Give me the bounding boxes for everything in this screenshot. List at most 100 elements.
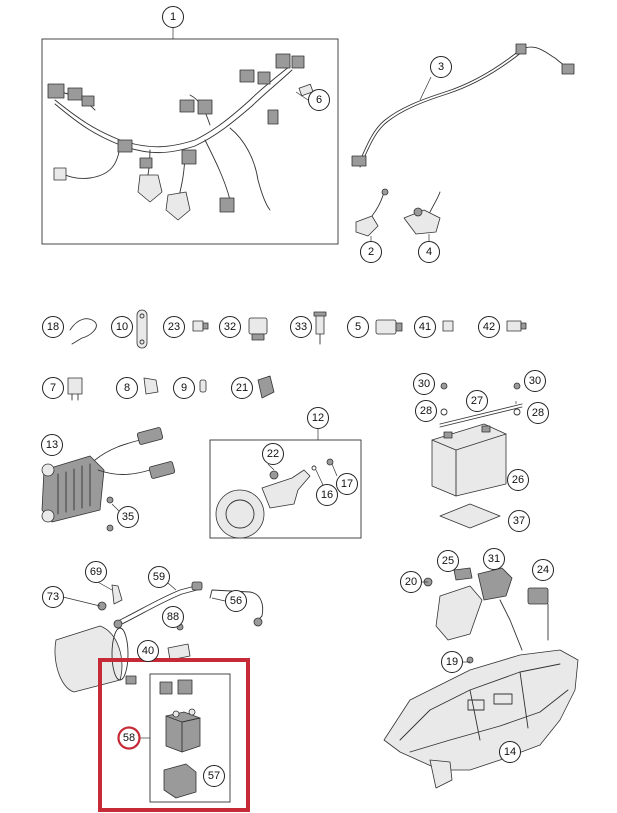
callout-17[interactable]: 17 (336, 473, 358, 495)
callout-2[interactable]: 2 (360, 241, 382, 263)
callout-28-right-label: 28 (532, 407, 544, 419)
fuse-part-9 (199, 379, 207, 393)
callout-7[interactable]: 7 (42, 377, 64, 399)
wiring-harness-group (41, 28, 339, 245)
callout-28-right[interactable]: 28 (527, 402, 549, 424)
callout-30-right[interactable]: 30 (524, 370, 546, 392)
callout-16-label: 16 (321, 489, 333, 501)
callout-21-label: 21 (236, 382, 248, 394)
callout-26[interactable]: 26 (507, 469, 529, 491)
callout-22-label: 22 (267, 448, 279, 460)
horn-frame (209, 439, 362, 539)
callout-27[interactable]: 27 (466, 390, 488, 412)
bracket-part-10 (136, 309, 148, 349)
bracket-group (423, 567, 549, 664)
callout-12-label: 12 (312, 412, 324, 424)
callout-9[interactable]: 9 (173, 377, 195, 399)
callout-42[interactable]: 42 (478, 316, 500, 338)
sensor-part-33 (313, 311, 327, 345)
callout-13-label: 13 (46, 439, 58, 451)
callout-23[interactable]: 23 (163, 316, 185, 338)
callout-5-label: 5 (355, 321, 361, 333)
callout-24[interactable]: 24 (532, 559, 554, 581)
callout-18-label: 18 (47, 321, 59, 333)
harness-frame (41, 38, 339, 245)
callout-35[interactable]: 35 (117, 506, 139, 528)
callout-8-label: 8 (124, 382, 130, 394)
callout-21[interactable]: 21 (231, 377, 253, 399)
callout-58[interactable]: 58 (117, 726, 141, 750)
callout-73[interactable]: 73 (42, 586, 64, 608)
callout-4-label: 4 (426, 246, 432, 258)
callout-69[interactable]: 69 (85, 561, 107, 583)
callout-57-label: 57 (208, 770, 220, 782)
relay-part-5 (375, 319, 403, 335)
callout-13[interactable]: 13 (41, 434, 63, 456)
callout-37-label: 37 (513, 515, 525, 527)
callout-59[interactable]: 59 (148, 566, 170, 588)
callout-5[interactable]: 5 (347, 316, 369, 338)
callout-31-label: 31 (488, 553, 500, 565)
callout-9-label: 9 (181, 382, 187, 394)
callout-3[interactable]: 3 (430, 56, 452, 78)
callout-88[interactable]: 88 (162, 606, 184, 628)
callout-22[interactable]: 22 (262, 443, 284, 465)
callout-14-label: 14 (504, 746, 516, 758)
callout-28-left[interactable]: 28 (415, 400, 437, 422)
callout-10[interactable]: 10 (111, 316, 133, 338)
callout-1[interactable]: 1 (162, 6, 184, 28)
callout-57[interactable]: 57 (203, 765, 225, 787)
callout-73-label: 73 (47, 591, 59, 603)
starter-relay-group (98, 658, 250, 812)
callout-41[interactable]: 41 (414, 316, 436, 338)
callout-33[interactable]: 33 (290, 316, 312, 338)
connector-part-41 (442, 320, 454, 332)
callout-31[interactable]: 31 (483, 548, 505, 570)
callout-37[interactable]: 37 (508, 510, 530, 532)
callout-12[interactable]: 12 (307, 407, 329, 429)
callout-27-label: 27 (471, 395, 483, 407)
callout-20-label: 20 (405, 576, 417, 588)
cable-tie-part-18 (69, 318, 97, 345)
callout-69-label: 69 (90, 566, 102, 578)
callout-32-label: 32 (224, 321, 236, 333)
switch-part-4 (403, 191, 441, 242)
callout-4[interactable]: 4 (418, 241, 440, 263)
callout-18[interactable]: 18 (42, 316, 64, 338)
callout-16[interactable]: 16 (316, 484, 338, 506)
regulator-part-13 (41, 427, 176, 532)
callout-40-label: 40 (142, 645, 154, 657)
callout-7-label: 7 (50, 382, 56, 394)
connector-part-23 (192, 320, 209, 332)
relay-part-7 (67, 377, 83, 401)
cover-part-21 (257, 375, 275, 399)
callout-23-label: 23 (168, 321, 180, 333)
callout-30-left[interactable]: 30 (413, 373, 435, 395)
highlight-box (98, 658, 250, 812)
callout-20[interactable]: 20 (400, 571, 422, 593)
callout-6[interactable]: 6 (308, 89, 330, 111)
callout-8[interactable]: 8 (116, 377, 138, 399)
callout-3-label: 3 (438, 61, 444, 73)
callout-30-right-label: 30 (529, 375, 541, 387)
wiring-harness-drawing (47, 53, 314, 221)
callout-24-label: 24 (537, 564, 549, 576)
cable-part-3 (351, 43, 575, 168)
callout-19-label: 19 (446, 656, 458, 668)
callout-10-label: 10 (116, 321, 128, 333)
callout-6-label: 6 (316, 94, 322, 106)
callout-40[interactable]: 40 (137, 640, 159, 662)
callout-56[interactable]: 56 (225, 590, 247, 612)
callout-19[interactable]: 19 (441, 651, 463, 673)
connector-part-42 (506, 320, 527, 332)
switch-part-2 (355, 188, 389, 242)
leader-lines (62, 76, 517, 663)
callout-32[interactable]: 32 (219, 316, 241, 338)
callout-2-label: 2 (368, 246, 374, 258)
clip-part-8 (143, 377, 159, 395)
callout-14[interactable]: 14 (499, 741, 521, 763)
callout-33-label: 33 (295, 321, 307, 333)
callout-25[interactable]: 25 (437, 550, 459, 572)
callout-42-label: 42 (483, 321, 495, 333)
